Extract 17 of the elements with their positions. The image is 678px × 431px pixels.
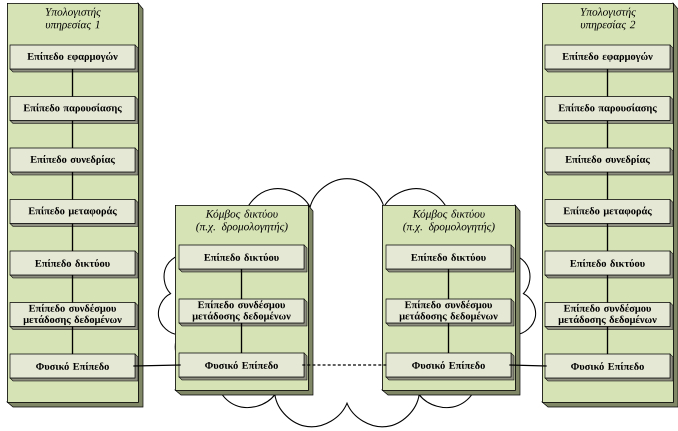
connector-line — [606, 274, 608, 303]
connector-line — [72, 120, 74, 148]
connector-line — [606, 223, 608, 252]
connector-line — [448, 268, 450, 300]
connector-line — [302, 364, 388, 366]
connector-line — [606, 68, 608, 97]
connector-line — [240, 322, 242, 354]
connector-line — [72, 223, 74, 252]
connector-line — [72, 274, 74, 303]
connector-line — [72, 172, 74, 200]
connector-line — [606, 172, 608, 200]
connector-line — [448, 322, 450, 354]
connector-line — [606, 120, 608, 148]
connector-line — [72, 68, 74, 97]
connector-line — [72, 326, 74, 354]
connector-line — [606, 326, 608, 354]
connector-line — [240, 268, 242, 300]
